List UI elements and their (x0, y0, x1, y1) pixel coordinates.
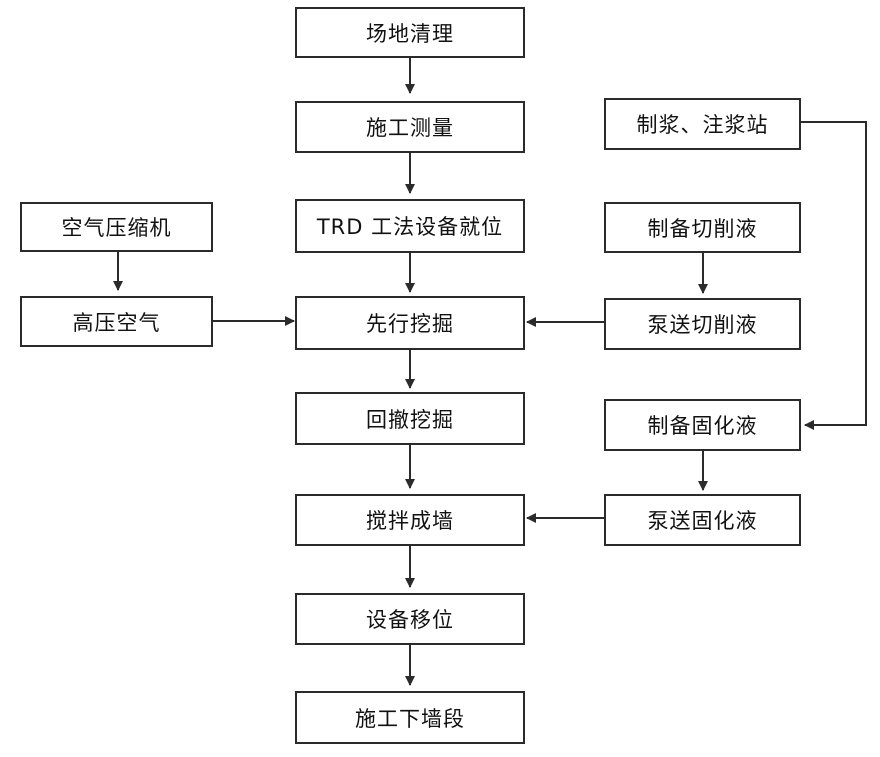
step-construction-survey: 施工测量 (295, 101, 525, 153)
box-prepare-cutting-fluid: 制备切削液 (604, 202, 801, 253)
step-next-wall-segment: 施工下墙段 (295, 691, 525, 744)
step-move-equipment: 设备移位 (295, 593, 525, 645)
box-pump-solidifying-fluid: 泵送固化液 (604, 494, 801, 546)
box-prepare-solidifying-fluid: 制备固化液 (604, 399, 801, 451)
box-pump-cutting-fluid: 泵送切削液 (604, 298, 801, 350)
step-pre-excavation: 先行挖掘 (295, 296, 525, 350)
box-air-compressor: 空气压缩机 (20, 202, 213, 252)
step-site-clearing: 场地清理 (295, 7, 525, 58)
step-trd-equipment-setup: TRD 工法设备就位 (295, 199, 525, 253)
connector-station-to-solidifying (801, 121, 867, 430)
step-mix-form-wall: 搅拌成墙 (295, 494, 525, 546)
step-back-excavation: 回撤挖掘 (295, 392, 525, 445)
box-grout-station: 制浆、注浆站 (604, 98, 801, 150)
box-high-pressure-air: 高压空气 (20, 296, 213, 347)
